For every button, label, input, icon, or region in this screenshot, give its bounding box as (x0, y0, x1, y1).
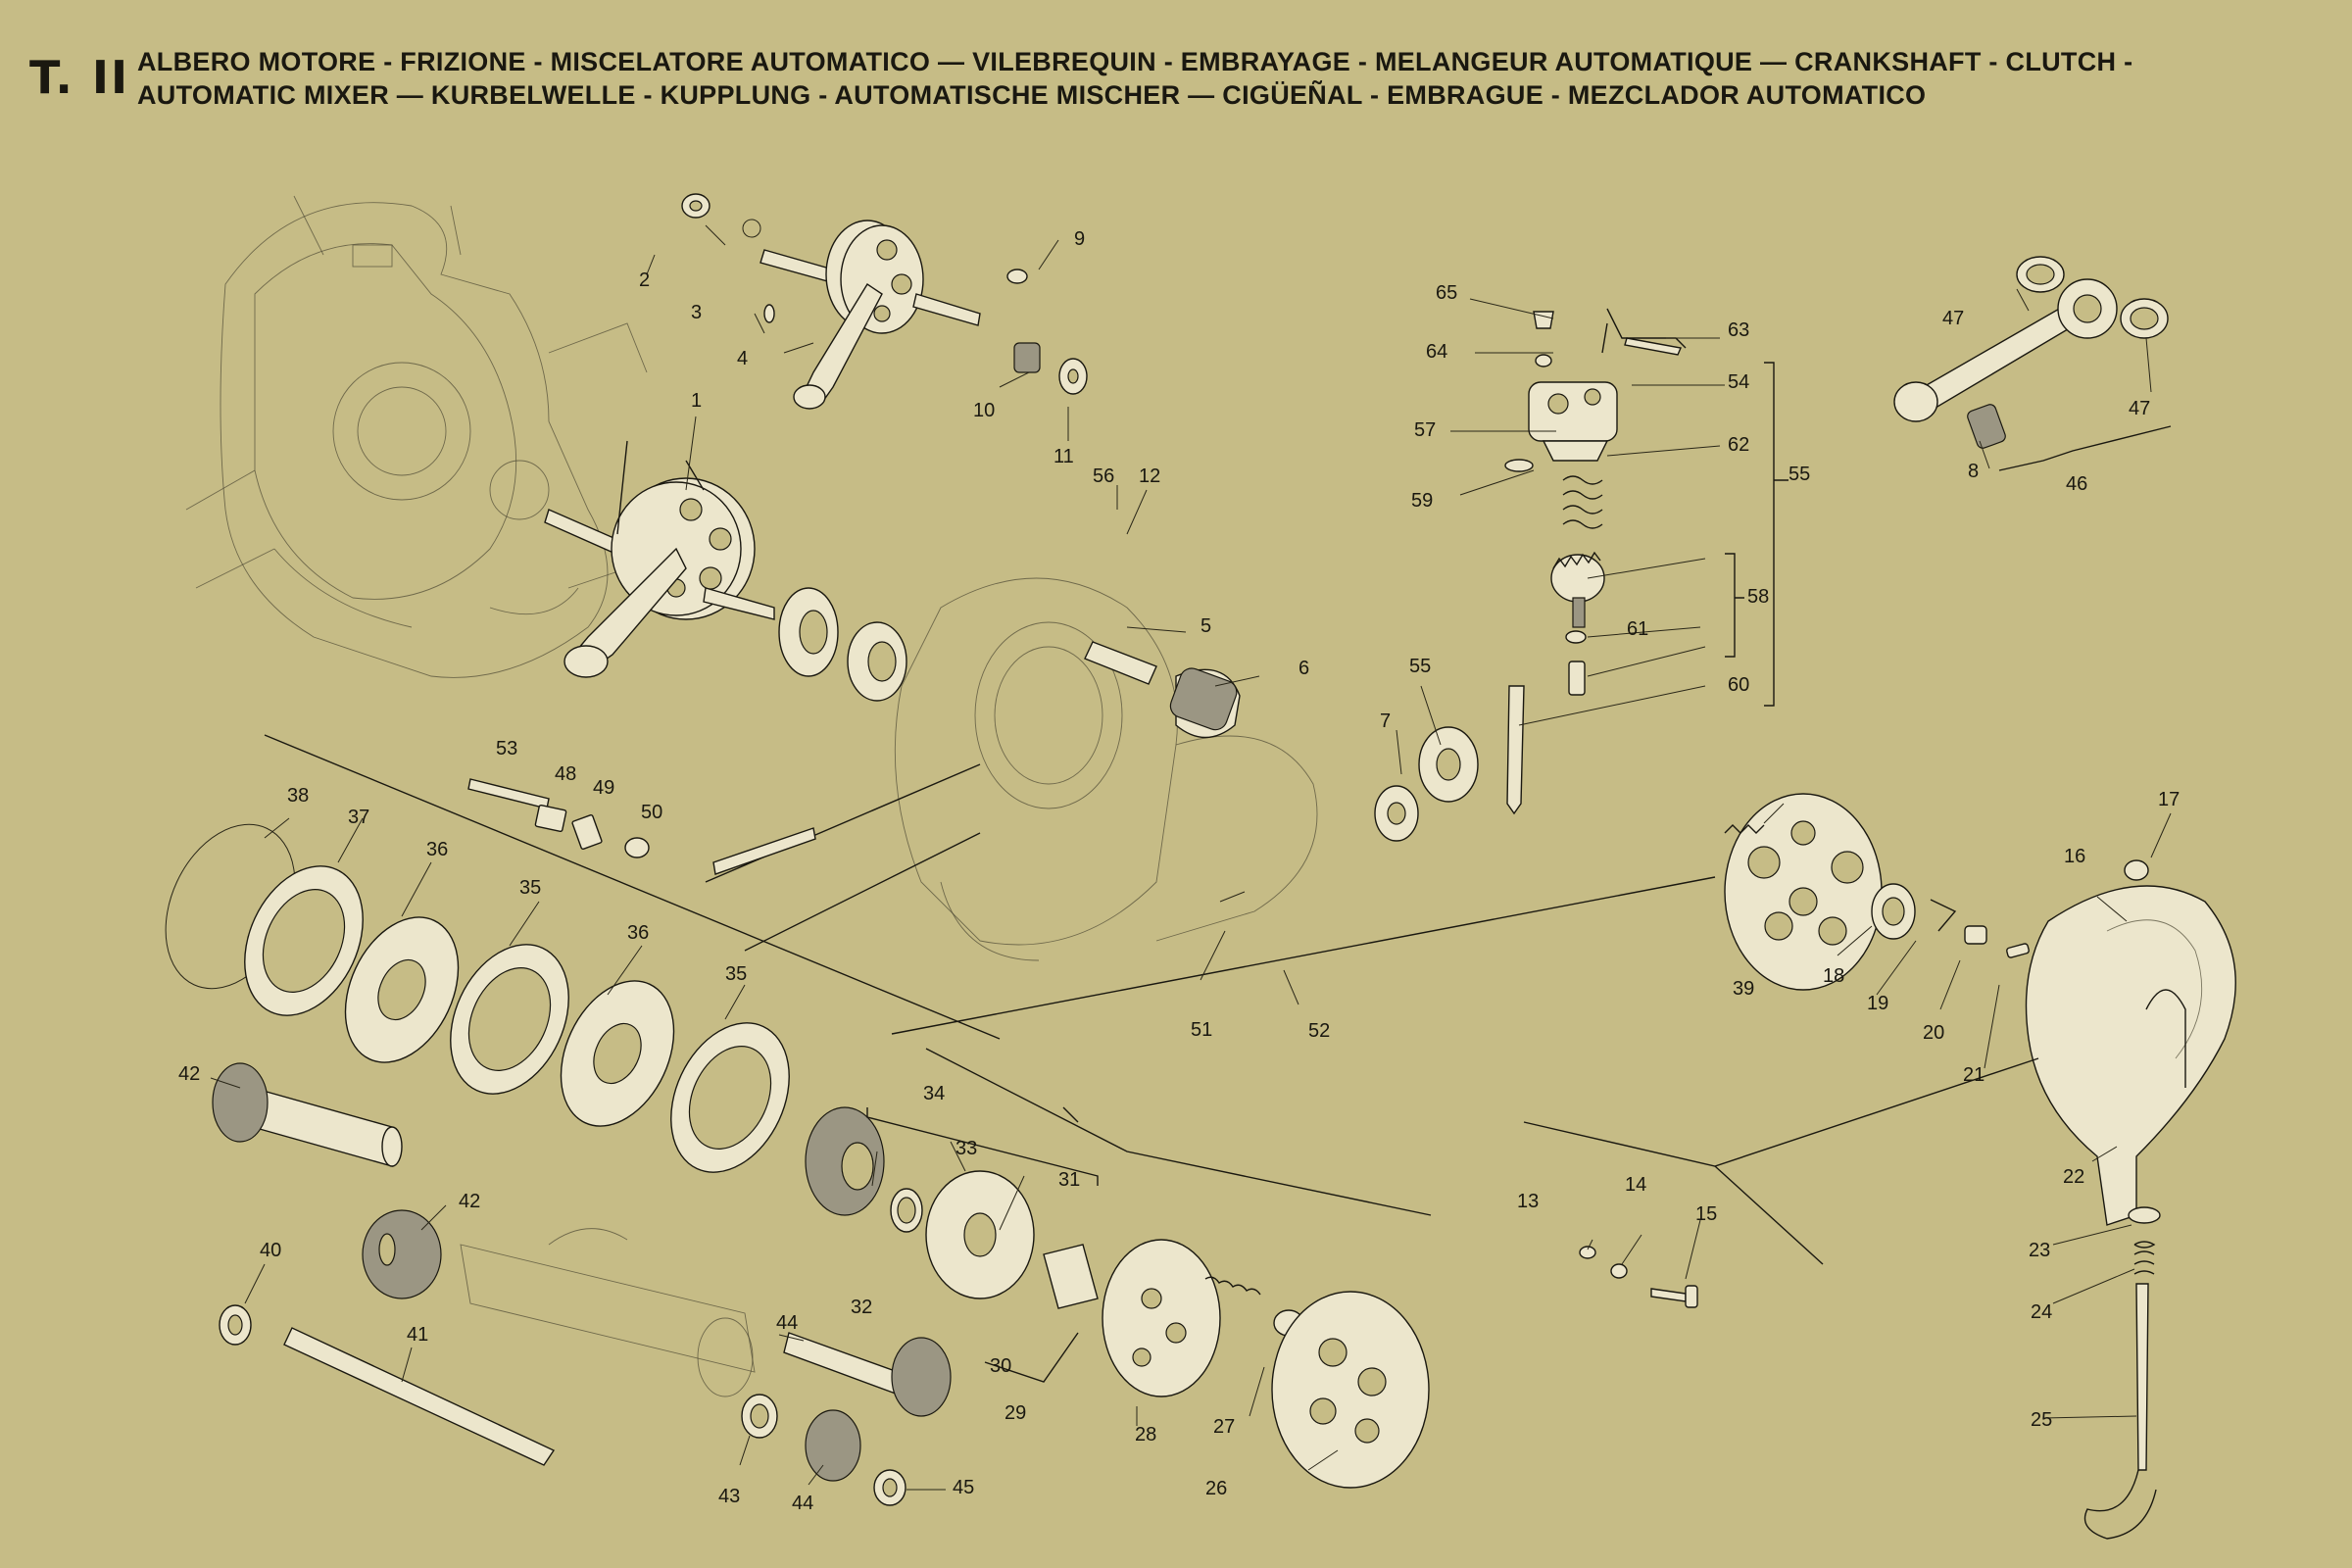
callout-64: 64 (1426, 341, 1447, 363)
callout-23: 23 (2029, 1240, 2050, 1261)
clutch-plates (165, 734, 1432, 1506)
callout-37: 37 (348, 807, 369, 828)
callout-54: 54 (1728, 371, 1749, 393)
callout-8: 8 (1968, 461, 1979, 482)
callout-30: 30 (990, 1355, 1011, 1377)
callout-50: 50 (641, 802, 662, 823)
callout-19: 19 (1867, 993, 1888, 1014)
callout-12: 12 (1139, 466, 1160, 487)
callout-28: 28 (1135, 1424, 1156, 1446)
crankshaft-assembly (544, 440, 775, 678)
callout-57: 57 (1414, 419, 1436, 441)
callout-55a: 55 (1788, 464, 1810, 485)
callout-43: 43 (718, 1486, 740, 1507)
callout-31: 31 (1058, 1169, 1080, 1191)
callout-45: 45 (953, 1477, 974, 1498)
callout-58: 58 (1747, 586, 1769, 608)
callout-42b: 42 (459, 1191, 480, 1212)
callout-2: 2 (639, 270, 650, 291)
callout-59: 59 (1411, 490, 1433, 512)
title-line-1: ALBERO MOTORE - FRIZIONE - MISCELATORE A… (137, 47, 2133, 76)
callout-35a: 35 (519, 877, 541, 899)
callout-42a: 42 (178, 1063, 200, 1085)
callout-60: 60 (1728, 674, 1749, 696)
small-fasteners (467, 778, 816, 875)
callout-24: 24 (2031, 1301, 2052, 1323)
callout-25: 25 (2031, 1409, 2052, 1431)
title-line-2: AUTOMATIC MIXER — KURBELWELLE - KUPPLUNG… (137, 80, 1927, 110)
callout-26: 26 (1205, 1478, 1227, 1499)
callout-41: 41 (407, 1324, 428, 1346)
callout-14: 14 (1625, 1174, 1646, 1196)
crankcase-outline (185, 195, 648, 678)
callout-62: 62 (1728, 434, 1749, 456)
callout-61: 61 (1627, 618, 1648, 640)
callout-18: 18 (1823, 965, 1844, 987)
clutch-housing-and-cover (891, 793, 2236, 1540)
callout-56: 56 (1093, 466, 1114, 487)
callout-63: 63 (1728, 319, 1749, 341)
callout-7: 7 (1380, 710, 1391, 732)
callout-39: 39 (1733, 978, 1754, 1000)
plate-id: T. II (29, 51, 130, 104)
callout-1: 1 (691, 390, 702, 412)
callout-5: 5 (1200, 615, 1211, 637)
callout-47b: 47 (2129, 398, 2150, 419)
callout-9: 9 (1074, 228, 1085, 250)
callout-48: 48 (555, 763, 576, 785)
callout-46: 46 (2066, 473, 2087, 495)
callout-11: 11 (1054, 446, 1074, 467)
callout-27: 27 (1213, 1416, 1235, 1438)
callout-15: 15 (1695, 1203, 1717, 1225)
callouts: 1 2 3 4 5 6 7 8 9 10 11 12 13 14 15 16 1… (178, 224, 2180, 1514)
callout-32: 32 (851, 1297, 872, 1318)
callout-13: 13 (1517, 1191, 1539, 1212)
callout-38: 38 (287, 785, 309, 807)
callout-65: 65 (1436, 282, 1457, 304)
callout-3: 3 (691, 302, 702, 323)
callout-44a: 44 (776, 1312, 798, 1334)
crankshaft-small (681, 193, 1088, 410)
callout-36b: 36 (627, 922, 649, 944)
callout-34: 34 (923, 1083, 945, 1104)
callout-36a: 36 (426, 839, 448, 860)
callout-49: 49 (593, 777, 614, 799)
callout-4: 4 (737, 348, 748, 369)
callout-40: 40 (260, 1240, 281, 1261)
callout-10: 10 (973, 400, 995, 421)
callout-17: 17 (2158, 789, 2180, 810)
callout-16: 16 (2064, 846, 2085, 867)
callout-20: 20 (1923, 1022, 1944, 1044)
callout-53: 53 (496, 738, 517, 760)
automatic-mixer (1374, 298, 1788, 842)
callout-51: 51 (1191, 1019, 1212, 1041)
bearing-and-casing (705, 577, 1318, 961)
plate-title: ALBERO MOTORE - FRIZIONE - MISCELATORE A… (137, 45, 2293, 112)
callout-52: 52 (1308, 1020, 1330, 1042)
callout-21: 21 (1963, 1064, 1984, 1086)
callout-33: 33 (956, 1138, 977, 1159)
connecting-rod (1893, 256, 2172, 471)
callout-6: 6 (1298, 658, 1309, 679)
callout-47a: 47 (1942, 308, 1964, 329)
callout-44b: 44 (792, 1493, 813, 1514)
callout-35b: 35 (725, 963, 747, 985)
callout-29: 29 (1004, 1402, 1026, 1424)
callout-55b: 55 (1409, 656, 1431, 677)
callout-22: 22 (2063, 1166, 2084, 1188)
